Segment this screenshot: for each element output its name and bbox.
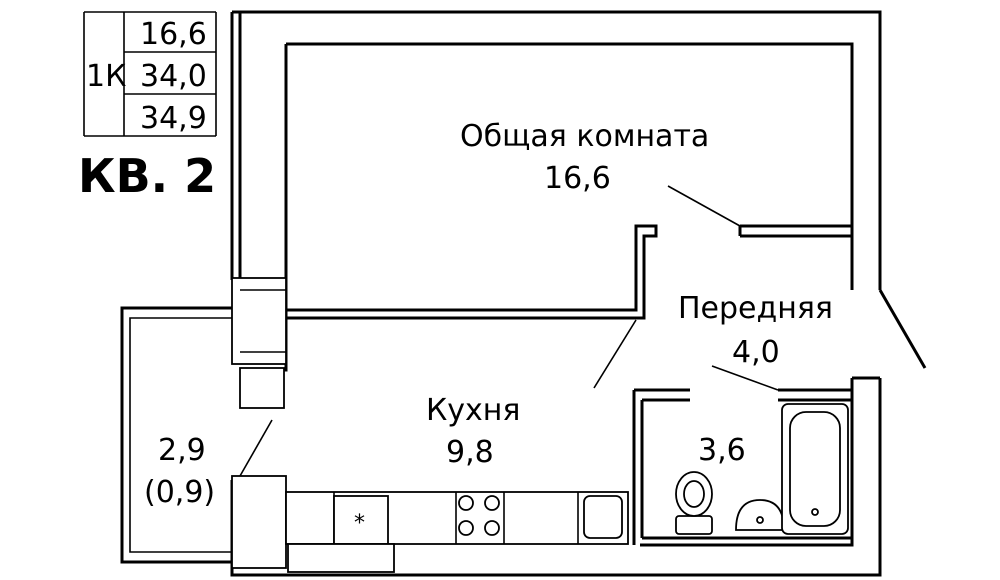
bathroom-fixtures [675,403,849,535]
washbasin-icon [735,499,785,531]
window-openings [231,277,287,569]
apartment-type: 1К [86,59,126,94]
living-area-value: 16,6 [140,17,207,52]
living-room-area: 16,6 [544,161,611,196]
bathtub-icon [781,403,849,535]
kitchen-counter: * [285,491,629,573]
kitchen-name: Кухня [426,393,520,428]
area-table: 1К 16,6 34,0 34,9 [83,11,217,137]
stove-icon [458,495,500,536]
kitchen-area: 9,8 [446,435,494,470]
apartment-title: КВ. 2 [78,149,216,203]
total-area-value: 34,0 [140,59,207,94]
hall-area: 4,0 [732,335,780,370]
living-room-name: Общая комната [460,119,709,154]
balcony [120,306,232,564]
balcony-area: 2,9 [158,433,206,468]
bathroom-area: 3,6 [698,433,746,468]
sink-icon [583,495,623,539]
toilet-icon [675,471,713,535]
balcony-reduced-area: (0,9) [144,475,215,510]
hall-name: Передняя [678,291,833,326]
fridge-mark: * [354,511,365,536]
total-area-with-balcony-value: 34,9 [140,101,207,136]
